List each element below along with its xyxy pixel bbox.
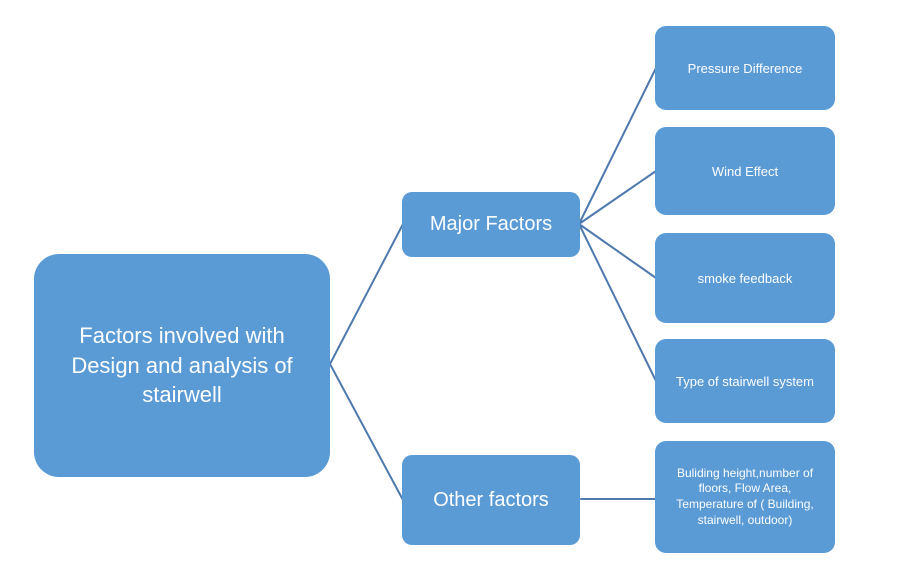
node-building-details-label: Buliding height,number of floors, Flow A… bbox=[676, 465, 814, 527]
connector-major-smoke-feedback bbox=[578, 223, 657, 279]
node-pressure-difference-label: Pressure Difference bbox=[687, 60, 803, 76]
connector-root-other-factors bbox=[329, 363, 404, 501]
node-stairwell-system-type-label: Type of stairwell system bbox=[676, 373, 814, 389]
connector-major-pressure-difference bbox=[578, 67, 657, 225]
node-root-stairwell-factors: Factors involved with Design and analysi… bbox=[34, 254, 330, 477]
node-major-factors-label: Major Factors bbox=[429, 213, 553, 235]
connector-root-major-factors bbox=[329, 223, 404, 365]
node-other-factors-label: Other factors bbox=[433, 488, 549, 511]
node-root-label: Factors involved with Design and analysi… bbox=[71, 322, 293, 408]
node-other-factors: Other factors bbox=[402, 455, 580, 545]
node-smoke-feedback-label: smoke feedback bbox=[697, 270, 793, 286]
connector-major-stairwell-system-type bbox=[578, 223, 657, 382]
node-pressure-difference: Pressure Difference bbox=[655, 26, 835, 110]
node-major-factors: Major Factors bbox=[402, 192, 580, 257]
node-stairwell-system-type: Type of stairwell system bbox=[655, 339, 835, 423]
node-smoke-feedback: smoke feedback bbox=[655, 233, 835, 323]
node-building-details: Buliding height,number of floors, Flow A… bbox=[655, 441, 835, 553]
node-wind-effect-label: Wind Effect bbox=[711, 163, 779, 179]
node-wind-effect: Wind Effect bbox=[655, 127, 835, 215]
connector-major-wind-effect bbox=[578, 170, 657, 225]
